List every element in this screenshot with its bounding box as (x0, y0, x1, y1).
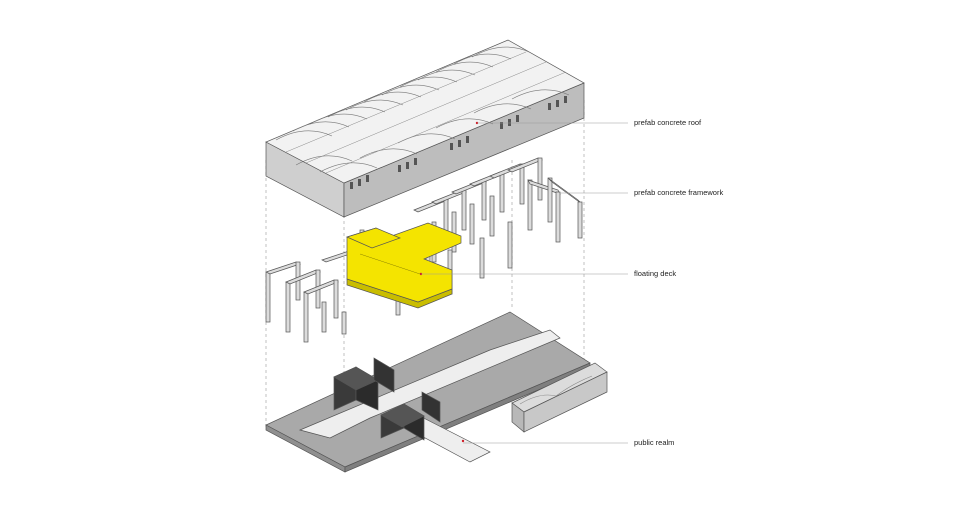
label-floating-deck: floating deck (634, 269, 677, 278)
label-prefab-concrete-framework: prefab concrete framework (634, 188, 724, 197)
label-prefab-concrete-roof: prefab concrete roof (634, 118, 702, 127)
label-public-realm: public realm (634, 438, 675, 447)
prefab-concrete-roof (265, 39, 585, 218)
public-realm (265, 311, 608, 473)
floating-deck (346, 222, 462, 309)
leader-lines (421, 122, 628, 444)
